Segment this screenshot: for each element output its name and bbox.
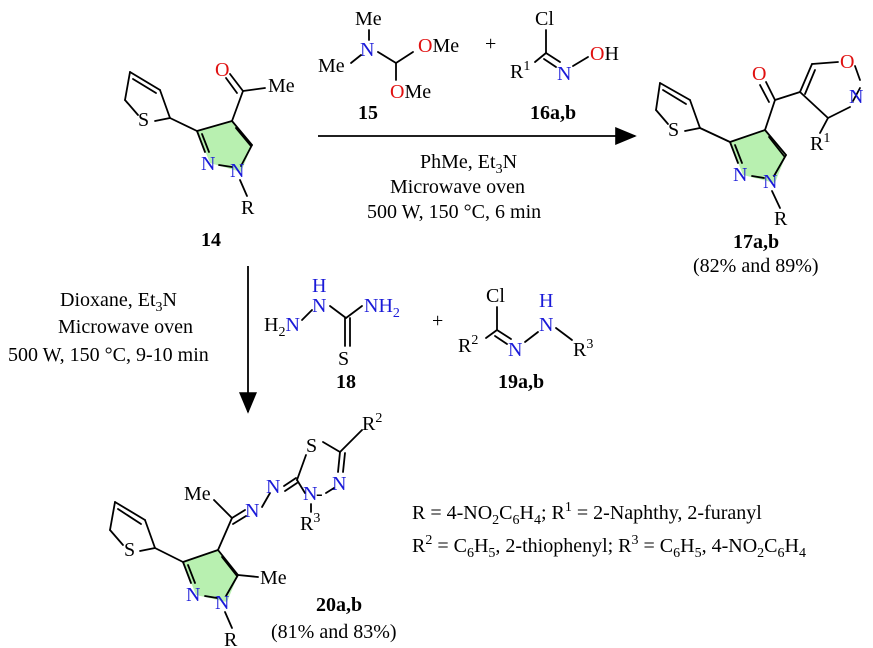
hydrazone-n-b: N <box>266 476 280 498</box>
pyrazole-ring-fill <box>730 130 786 183</box>
thiophene-s: S <box>138 109 149 131</box>
reagent-19: Cl R2 N N H R3 19a,b <box>458 285 593 393</box>
pyrazole-n1: N <box>230 160 244 182</box>
thiophene-s: S <box>124 539 135 561</box>
reagent-18: H2N N H S NH2 18 <box>264 275 400 393</box>
thiadiazole-r3: R3 <box>300 511 320 535</box>
reagent-15-ome1: OMe <box>418 35 459 57</box>
reagent-15-me-top: Me <box>355 8 382 30</box>
thiophene-ring <box>124 71 198 132</box>
pyrazole-ring-fill <box>183 550 238 602</box>
carbonyl-o: O <box>752 63 766 85</box>
thiadiazole-n-right: N <box>332 473 346 495</box>
reagent-16-label: 16a,b <box>530 102 576 124</box>
product-17-yield: (82% and 89%) <box>693 255 819 277</box>
reagent-16-r1: R1 <box>510 59 530 83</box>
reagent-18-label: 18 <box>336 371 356 393</box>
legend-line-1: R = 4-NO2C6H4; R1 = 2-Naphthy, 2-furanyl <box>412 500 762 528</box>
top-conditions: PhMe, Et3N Microwave oven 500 W, 150 °C,… <box>367 151 541 223</box>
reagent-18-nh2: NH2 <box>364 295 400 321</box>
reagent-18-nh-h: H <box>312 275 326 297</box>
reagent-19-nh-n: N <box>539 314 553 336</box>
substituent-r1: R1 <box>810 131 830 155</box>
reagent-15: Me N Me OMe OMe 15 <box>318 8 459 124</box>
left-conditions-line2: Microwave oven <box>58 316 193 338</box>
legend-line-2: R2 = C6H5, 2-thiophenyl; R3 = C6H5, 4-NO… <box>412 533 806 561</box>
product-20: S N N R Me Me N N S R2 N - <box>109 411 397 648</box>
product-20-yield: (81% and 83%) <box>271 621 397 643</box>
thiadiazole-s: S <box>306 435 317 457</box>
thiadiazole-n-left: N <box>303 483 317 505</box>
plus-sign-top: + <box>485 33 496 55</box>
left-conditions-line1: Dioxane, Et3N <box>60 289 177 315</box>
compound-14-label: 14 <box>201 229 221 251</box>
thiophene-ring <box>655 82 731 143</box>
left-conditions: Dioxane, Et3N Microwave oven 500 W, 150 … <box>8 289 209 366</box>
reagent-15-ome2: OMe <box>390 81 431 103</box>
thiophene-s: S <box>668 119 679 141</box>
product-17-label: 17a,b <box>733 231 779 253</box>
thiophene-ring <box>109 501 184 563</box>
reagent-19-label: 19a,b <box>498 371 544 393</box>
reagent-16: Cl R1 N OH 16a,b <box>510 8 619 124</box>
reagent-19-r2: R2 <box>458 333 478 357</box>
reagent-16-oh: OH <box>590 43 619 65</box>
reagent-19-r3: R3 <box>573 337 593 361</box>
isoxazole-o: O <box>840 51 854 73</box>
carbonyl-o: O <box>215 59 229 81</box>
reagent-15-n: N <box>360 39 374 61</box>
reagent-19-n: N <box>508 339 522 361</box>
product-17: S N N R O O N R1 17a,b (82% and 89%) <box>655 51 863 277</box>
pyrazole-me: Me <box>260 567 287 589</box>
product-20-label: 20a,b <box>316 594 362 616</box>
pyrazole-n2: N <box>733 164 747 186</box>
hydrazone-n-a: N <box>245 500 259 522</box>
pyrazole-n2: N <box>201 153 215 175</box>
top-conditions-line3: 500 W, 150 °C, 6 min <box>367 201 541 223</box>
reagent-19-nh-h: H <box>539 290 553 312</box>
reagent-19-cl: Cl <box>486 285 505 307</box>
isoxazole-n: N <box>849 86 863 108</box>
pyrazole-n1: N <box>763 171 777 193</box>
pyrazole-ring-fill <box>197 121 252 172</box>
substituent-r: R <box>224 629 238 648</box>
plus-sign-bottom: + <box>432 310 443 332</box>
substituent-r: R <box>774 208 788 230</box>
reagent-18-nh-n: N <box>312 295 326 317</box>
reagent-15-me-left: Me <box>318 55 345 77</box>
reagent-18-s: S <box>338 348 349 370</box>
reagent-15-label: 15 <box>358 102 378 124</box>
left-conditions-line3: 500 W, 150 °C, 9-10 min <box>8 344 209 366</box>
reagent-16-cl: Cl <box>535 8 554 30</box>
pyrazole-n2: N <box>186 584 200 606</box>
pyrazole-n1: N <box>215 592 229 614</box>
chain-me: Me <box>184 483 211 505</box>
reagent-16-n: N <box>557 63 571 85</box>
thiadiazole-r2: R2 <box>362 411 382 435</box>
substituent-r: R <box>241 197 255 219</box>
substituent-legend: R = 4-NO2C6H4; R1 = 2-Naphthy, 2-furanyl… <box>412 500 806 561</box>
methyl-me: Me <box>268 75 295 97</box>
reagent-18-h2n: H2N <box>264 314 300 340</box>
top-conditions-line1: PhMe, Et3N <box>420 151 517 177</box>
thiadiazole-dash: - <box>316 483 323 505</box>
compound-14: S N N R O Me 14 <box>124 59 295 251</box>
top-conditions-line2: Microwave oven <box>390 176 525 198</box>
